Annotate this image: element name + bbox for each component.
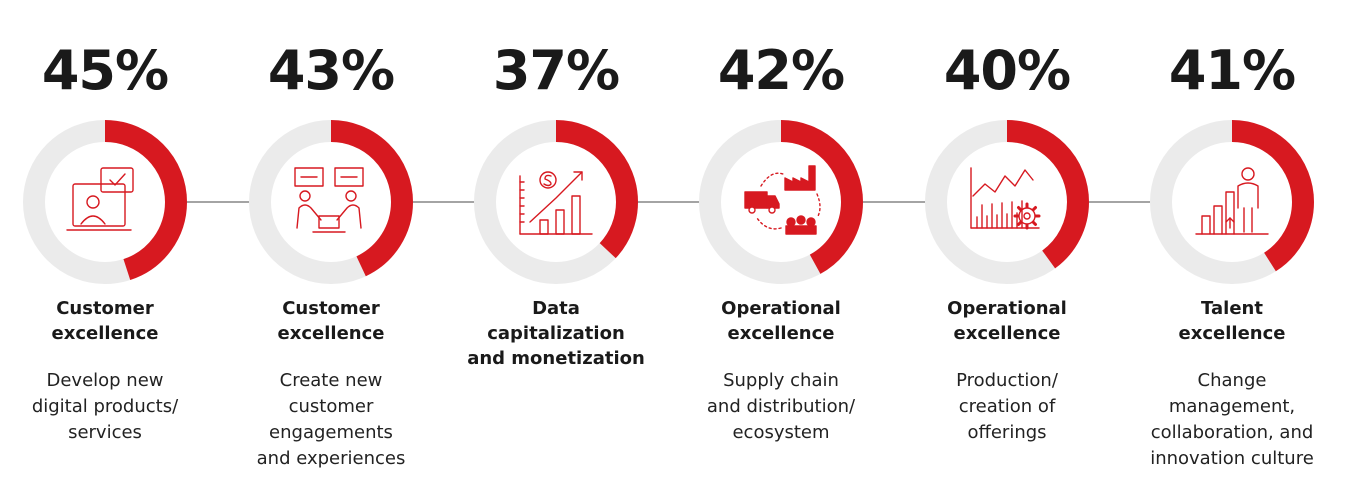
category-title-line: Data bbox=[532, 298, 580, 319]
percent-label: 42% bbox=[717, 39, 845, 102]
category-title-line: Talent bbox=[1201, 298, 1263, 319]
online-meeting-icon bbox=[66, 167, 134, 231]
growth-chart-dollar-icon bbox=[519, 171, 593, 235]
talent-growth-icon bbox=[1195, 167, 1269, 235]
category-description-line: Develop new bbox=[46, 370, 164, 391]
category-title: Customer excellence bbox=[0, 296, 217, 346]
percent-label: 43% bbox=[267, 39, 395, 102]
percent-label: 45% bbox=[41, 39, 169, 102]
percent-label: 37% bbox=[492, 39, 620, 102]
donut-chart bbox=[1150, 120, 1314, 284]
category-description-line: innovation culture bbox=[1150, 448, 1314, 469]
category-title-line: excellence bbox=[277, 323, 385, 344]
category-title: Operational excellence bbox=[669, 296, 893, 346]
category-description-line: customer bbox=[288, 396, 374, 417]
category-description: Create new customer engagements and experie… bbox=[219, 368, 443, 472]
production-gear-chart-icon bbox=[970, 167, 1041, 230]
donut-chart bbox=[925, 120, 1089, 284]
donut-chart bbox=[699, 120, 863, 284]
category-description-line: digital products/ bbox=[31, 396, 179, 417]
category-description-line: Production/ bbox=[956, 370, 1058, 391]
category-description: Production/creation of offerings bbox=[895, 368, 1119, 446]
donut-value-arc bbox=[474, 120, 638, 284]
percent-label: 41% bbox=[1168, 39, 1296, 102]
percent-label: 40% bbox=[943, 39, 1071, 102]
metric-card: 37% Data capitalization and monetization bbox=[444, 0, 668, 504]
category-title: Talent excellence bbox=[1120, 296, 1344, 346]
supply-chain-icon bbox=[744, 165, 821, 235]
category-description-line: Change bbox=[1197, 370, 1267, 391]
category-description-line: and distribution/ bbox=[706, 396, 856, 417]
category-description-line: creation of bbox=[958, 396, 1056, 417]
category-title-line: excellence bbox=[727, 323, 835, 344]
donut-value-arc bbox=[699, 120, 863, 284]
category-description: Change management, collaboration, and innov… bbox=[1120, 368, 1344, 472]
donut-chart bbox=[23, 120, 187, 284]
category-description-line: offerings bbox=[967, 422, 1047, 443]
category-description-line: and experiences bbox=[256, 448, 406, 469]
category-description-line: ecosystem bbox=[732, 422, 830, 443]
customer-engagement-icon bbox=[294, 167, 364, 233]
category-description: Supply chain and distribution/ecosystem bbox=[669, 368, 893, 446]
category-title-line: Operational bbox=[721, 298, 841, 319]
donut-value-arc bbox=[249, 120, 413, 284]
category-title-line: excellence bbox=[1178, 323, 1286, 344]
category-title-line: capitalization bbox=[487, 323, 625, 344]
category-title: Operational excellence bbox=[895, 296, 1119, 346]
category-description-line: Supply chain bbox=[723, 370, 839, 391]
category-title-line: and monetization bbox=[467, 348, 645, 369]
category-description-line: services bbox=[68, 422, 142, 443]
donut-value-arc bbox=[23, 120, 187, 284]
category-title-line: excellence bbox=[953, 323, 1061, 344]
donut-value-arc bbox=[1150, 120, 1314, 284]
category-title-line: Operational bbox=[947, 298, 1067, 319]
category-description-line: Create new bbox=[279, 370, 383, 391]
category-title-line: Customer bbox=[56, 298, 154, 319]
category-title: Customer excellence bbox=[219, 296, 443, 346]
donut-chart bbox=[474, 120, 638, 284]
category-title: Data capitalization and monetization bbox=[444, 296, 668, 371]
category-title-line: excellence bbox=[51, 323, 159, 344]
category-description-line: collaboration, and bbox=[1150, 422, 1314, 443]
donut-value-arc bbox=[925, 120, 1089, 284]
category-description-line: engagements bbox=[269, 422, 393, 443]
category-description-line: management, bbox=[1168, 396, 1296, 417]
category-title-line: Customer bbox=[282, 298, 380, 319]
donut-chart bbox=[249, 120, 413, 284]
category-description: Develop new digital products/services bbox=[0, 368, 217, 446]
